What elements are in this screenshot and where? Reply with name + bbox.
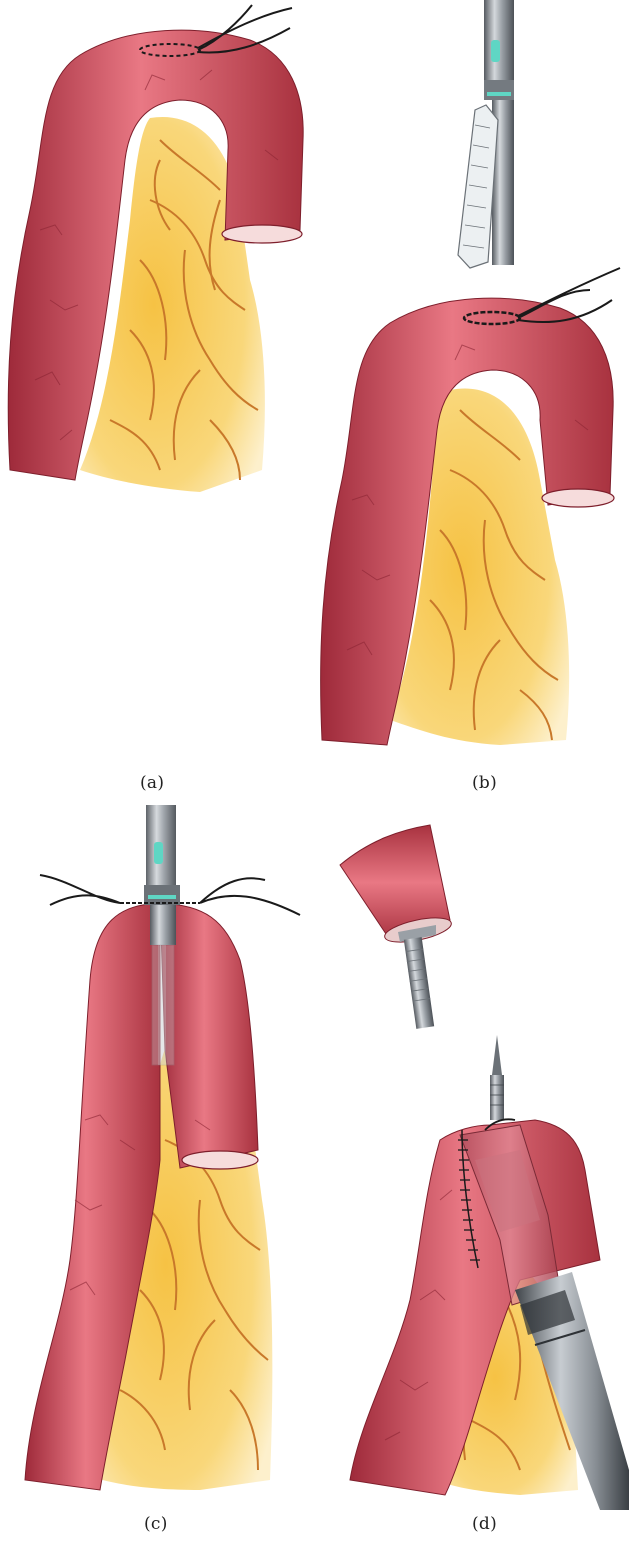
panel-a-bowel-lumen: [222, 225, 302, 243]
panel-d-illustration: [340, 825, 629, 1510]
panel-b-instrument: [458, 0, 514, 268]
panel-c-illustration: [25, 805, 300, 1490]
panel-c-caption: (c): [144, 1514, 168, 1534]
panel-b-indicator-icon: [491, 40, 500, 62]
panel-b-illustration: [321, 0, 620, 745]
panel-c-bowel-lumen: [182, 1151, 258, 1169]
panel-b-bowel-lumen: [542, 489, 614, 507]
panel-d-anvil-segment: [340, 825, 453, 1029]
panel-d-trocar: [490, 1035, 504, 1120]
panel-d-caption: (d): [472, 1514, 497, 1534]
panel-c-indicator-icon: [154, 842, 163, 864]
panel-b-caption: (b): [472, 773, 497, 793]
panel-a-caption: (a): [140, 773, 164, 793]
panel-a-illustration: [8, 5, 303, 492]
